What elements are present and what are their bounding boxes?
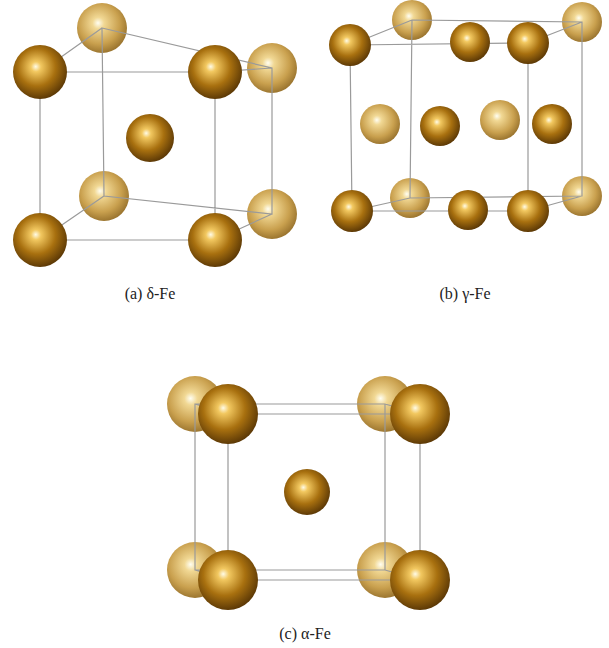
iron-atom — [188, 45, 242, 99]
iron-atom — [329, 24, 371, 66]
iron-atom — [198, 550, 258, 610]
unit-cell — [13, 3, 297, 267]
iron-atom — [13, 45, 67, 99]
iron-atom — [390, 550, 450, 610]
iron-atom — [480, 100, 520, 140]
iron-atom — [420, 106, 460, 146]
iron-atom — [450, 22, 490, 62]
iron-atom — [507, 190, 549, 232]
iron-atom — [331, 190, 373, 232]
figure-caption: (a) δ-Fe — [125, 284, 176, 303]
figure-caption: (c) α-Fe — [279, 624, 330, 643]
iron-atom — [198, 384, 258, 444]
unit-cell — [329, 0, 602, 232]
iron-atom — [284, 469, 330, 515]
iron-atom — [532, 104, 572, 144]
iron-atom — [126, 114, 174, 162]
cell-edge — [350, 20, 582, 211]
iron-atom — [13, 213, 67, 267]
unit-cell — [167, 376, 450, 610]
iron-atom — [448, 190, 488, 230]
iron-atom — [188, 213, 242, 267]
iron-atom — [360, 104, 400, 144]
iron-atom — [390, 384, 450, 444]
iron-atom — [507, 22, 549, 64]
figure-caption: (b) γ-Fe — [439, 284, 490, 303]
cell-edge — [40, 28, 272, 240]
